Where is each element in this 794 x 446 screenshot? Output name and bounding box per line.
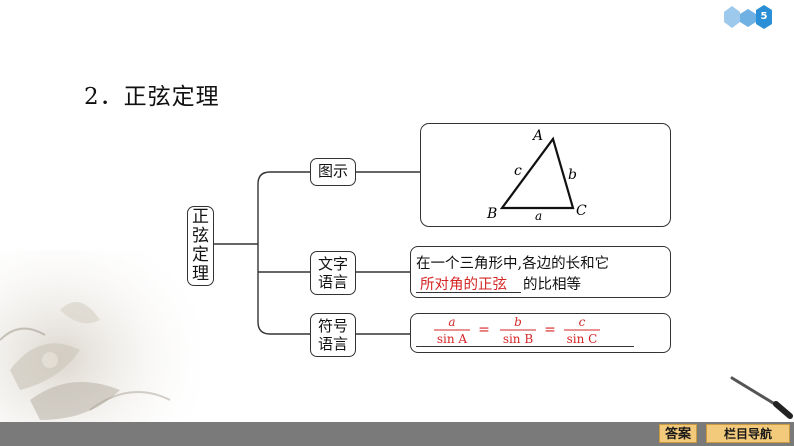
section-nav-button[interactable]: 栏目导航	[706, 424, 790, 443]
node-symbols-line: 符号	[317, 317, 348, 335]
side-b-label: b	[568, 167, 577, 183]
formula-denominator-a: sin A	[437, 332, 468, 346]
formula-numerator-c: c	[579, 315, 586, 329]
answer-button[interactable]: 答案	[659, 424, 697, 443]
sine-law-formula: a sin A = b sin B = c sin C	[434, 315, 600, 346]
side-a-label: a	[535, 209, 542, 223]
words-statement-box	[410, 246, 671, 298]
triangle-diagram: A B C c b a	[486, 128, 587, 223]
flower-decoration	[0, 250, 200, 430]
triangle-shape	[499, 136, 575, 210]
formula-numerator-b: b	[514, 315, 522, 329]
node-symbols-line: 语言	[317, 335, 348, 353]
node-words: 文字 语言	[310, 251, 356, 295]
node-words-line: 语言	[317, 273, 348, 291]
formula-equals-2: =	[544, 322, 556, 338]
root-char: 定	[192, 245, 209, 265]
vertex-a-label: A	[531, 128, 543, 144]
formula-numerator-a: a	[448, 315, 455, 329]
triangle-diagram-box	[420, 123, 671, 227]
formula-equals-1: =	[478, 322, 490, 338]
answer-underline	[416, 292, 521, 293]
statement-answer-blank: 所对角的正弦	[420, 277, 507, 293]
brush-decoration	[730, 376, 793, 419]
vertex-c-label: C	[576, 203, 587, 219]
statement-line-2: 的比相等	[523, 277, 581, 293]
node-words-line: 文字	[317, 255, 348, 273]
formula-denominator-b: sin B	[503, 332, 534, 346]
formula-denominator-c: sin C	[567, 332, 598, 346]
section-title: 2．正弦定理	[84, 84, 220, 110]
side-c-label: c	[514, 163, 522, 179]
node-symbols: 符号 语言	[310, 313, 356, 357]
vertex-b-label: B	[486, 206, 497, 222]
page-badge	[724, 5, 772, 29]
page-number: 5	[760, 11, 768, 22]
root-char: 正	[192, 207, 209, 227]
root-char: 弦	[192, 226, 209, 246]
theorem-root-box: 正 弦 定 理	[187, 206, 214, 286]
root-char: 理	[192, 264, 209, 284]
answer-underline	[416, 346, 634, 347]
statement-line-1: 在一个三角形中,各边的长和它	[416, 256, 610, 272]
node-diagram: 图示	[310, 158, 356, 186]
